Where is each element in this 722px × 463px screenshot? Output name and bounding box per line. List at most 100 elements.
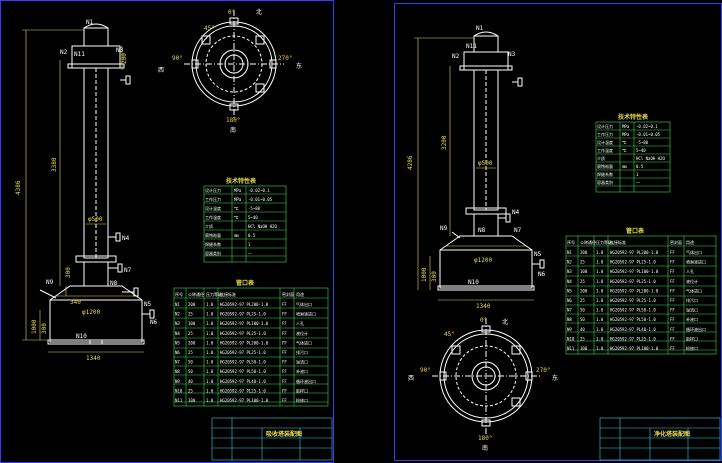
compass-north-left: 北 [256, 8, 262, 16]
dim-width-left: 1340 [86, 355, 101, 362]
tech-cell: 设计压力 [597, 123, 613, 129]
nozzle-cell: 液位计 [296, 330, 308, 336]
tech-cell: 工作压力 [597, 131, 613, 137]
dim-base1-right: 1000 [421, 267, 428, 282]
nozzle-cell: FF [670, 327, 675, 332]
nozzle-cell: 25 [580, 279, 585, 284]
nozzle-label-N6-right: N6 [538, 271, 546, 278]
angle-45-left: 45° [204, 25, 215, 32]
nozzle-cell: 补液口 [686, 316, 698, 322]
tech-cell: 设计温度 [205, 205, 221, 211]
nozzle-cell: 1.0 [596, 346, 604, 351]
nozzle-cell: N3 [567, 269, 572, 274]
nozzle-cell: 25 [580, 298, 585, 303]
nozzle-cell: HG20592-97 PL25-1.0 [610, 279, 656, 284]
nozzle-cell: 液位计 [686, 278, 698, 284]
angle-180-left: 180° [226, 117, 240, 124]
nozzle-cell: 200 [580, 250, 588, 255]
nozzle-cell: N3 [175, 321, 180, 326]
nozzle-cell: N8 [175, 369, 180, 374]
tech-cell: 工作压力 [205, 196, 221, 202]
nozzle-label-N5-left: N5 [144, 301, 152, 308]
nozzle-header-cell: 序号 [567, 239, 575, 245]
nozzle-cell: HG20592-97 PL25-1.0 [220, 388, 266, 393]
nozzle-label-N7-right: N7 [514, 227, 522, 234]
angle-0-left: 0° [228, 9, 235, 16]
nozzle-cell: HG20592-97 PL25-1.0 [220, 331, 266, 336]
dim-shell-dia-left: φ500 [88, 216, 103, 223]
nozzle-cell: 1.0 [206, 331, 214, 336]
tech-cell: HCl NaOH H2O [636, 156, 665, 161]
nozzle-cell: FF [670, 269, 675, 274]
nozzle-cell: 50 [580, 308, 585, 313]
nozzle-label-N8-left: N8 [110, 280, 118, 287]
nozzle-cell: N10 [175, 388, 183, 393]
dim-upper-right: 3200 [441, 135, 448, 150]
title-block-right [599, 417, 721, 461]
tech-table-left [203, 185, 287, 263]
nozzle-table-title-right: 管口表 [626, 227, 645, 235]
nozzle-cell: N1 [567, 250, 572, 255]
nozzle-cell: N9 [567, 327, 572, 332]
nozzle-header-cell: 压力等级 [596, 239, 612, 245]
nozzle-cell: FF [282, 302, 287, 307]
nozzle-cell: 1.0 [206, 398, 214, 403]
tech-cell: MPa [622, 132, 630, 137]
nozzle-cell: 溢流口 [686, 307, 698, 313]
nozzle-header-cell: 序号 [175, 291, 183, 297]
nozzle-cell: N10 [567, 336, 575, 341]
nozzle-cell: HG20592-97 PL200-1.0 [220, 340, 269, 345]
nozzle-cell: 1.0 [206, 388, 214, 393]
tech-cell: 5~40 [636, 148, 646, 153]
nozzle-label-N11-left: N11 [74, 51, 85, 58]
tech-cell: 工作温度 [205, 214, 221, 220]
nozzle-label-N11-right: N11 [466, 43, 477, 50]
nozzle-cell: FF [670, 317, 675, 322]
tower-elevation-right [437, 31, 545, 291]
tech-cell: mm [234, 233, 239, 238]
angle-270-right: 270° [536, 367, 550, 374]
tech-cell: 设计温度 [597, 139, 613, 145]
nozzle-cell: 1.0 [206, 321, 214, 326]
tech-cell: mm [622, 164, 627, 169]
nozzle-label-N6-left: N6 [150, 319, 158, 326]
nozzle-label-N9-right: N9 [440, 225, 448, 232]
nozzle-cell: HG20592-97 PL50-1.0 [220, 369, 266, 374]
drawing-title-left: 吸收塔装配图 [266, 430, 302, 438]
nozzle-cell: 取样口 [296, 387, 308, 393]
nozzle-cell: 1.0 [596, 308, 604, 313]
nozzle-cell: 1.0 [206, 379, 214, 384]
nozzle-cell: 100 [188, 321, 196, 326]
dim-mid2-left: 300 [65, 267, 72, 278]
tower-plan-view-right [432, 318, 540, 434]
tech-cell: -0.01~0.05 [636, 132, 661, 137]
nozzle-label-N4-right: N4 [512, 209, 520, 216]
nozzle-header-cell: 用途 [296, 291, 304, 297]
nozzle-cell: 200 [188, 302, 196, 307]
nozzle-label-N2-left: N2 [60, 49, 68, 56]
nozzle-cell: N2 [567, 260, 572, 265]
tech-cell: 1 [636, 172, 639, 177]
nozzle-cell: FF [670, 336, 675, 341]
dim-overall-right: 4286 [407, 155, 414, 170]
drawing-title-right: 净化塔装配图 [654, 430, 690, 438]
tech-cell: HCl NaOH H2O [248, 224, 277, 229]
nozzle-cell: 200 [580, 288, 588, 293]
tech-cell: -5~80 [636, 140, 649, 145]
nozzle-cell: 1.0 [596, 269, 604, 274]
nozzle-cell: 1.0 [206, 360, 214, 365]
tech-cell: ℃ [622, 140, 627, 145]
nozzle-cell: 200 [188, 340, 196, 345]
nozzle-cell: FF [282, 398, 287, 403]
dim-overall-left: 4386 [15, 180, 22, 195]
nozzle-cell: 100 [188, 398, 196, 403]
dim-shell-dia-right: φ500 [478, 160, 493, 167]
nozzle-cell: FF [670, 288, 675, 293]
nozzle-cell: N4 [175, 331, 180, 336]
tech-cell: 焊缝系数 [597, 171, 613, 177]
tech-cell: MPa [234, 188, 242, 193]
nozzle-cell: 40 [188, 379, 193, 384]
